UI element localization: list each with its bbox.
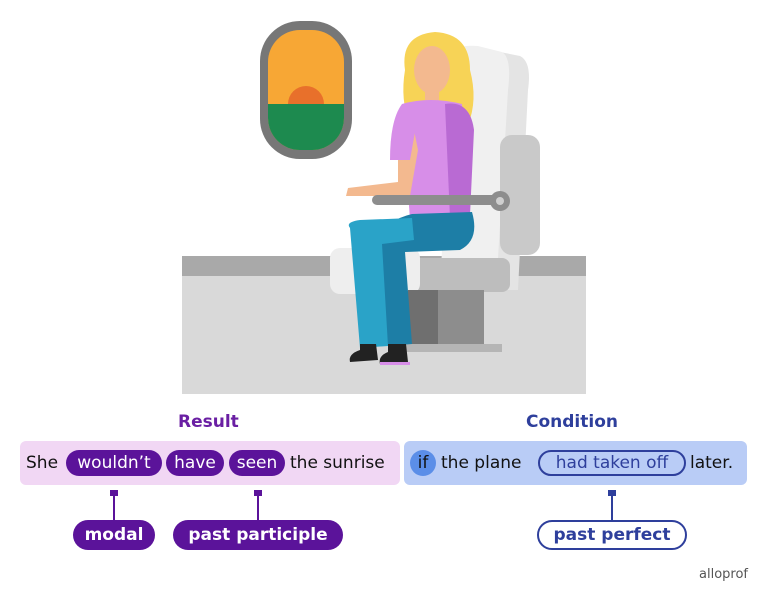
past-participle-connector	[254, 490, 262, 520]
woman-passenger	[346, 32, 510, 365]
alloprof-logo: alloprof	[699, 567, 748, 582]
airplane-window	[260, 21, 352, 159]
word-had-taken-off: had taken off	[538, 450, 686, 476]
word-the-plane: the plane	[441, 453, 522, 473]
word-if: if	[410, 450, 436, 476]
label-past-perfect: past perfect	[537, 520, 687, 550]
modal-connector	[110, 490, 118, 520]
label-past-participle: past participle	[173, 520, 343, 550]
label-connectors	[110, 490, 616, 520]
word-she: She	[26, 453, 59, 473]
condition-heading: Condition	[526, 412, 618, 432]
word-wouldnt-modal: wouldn’t	[66, 450, 162, 476]
word-later: later.	[690, 453, 734, 473]
word-seen-past-participle: seen	[229, 450, 285, 476]
result-heading: Result	[178, 412, 239, 432]
word-the-sunrise: the sunrise	[290, 453, 385, 473]
airplane-scene-illustration	[182, 21, 586, 394]
condition-clause-band	[404, 441, 747, 485]
word-have: have	[166, 450, 224, 476]
past-perfect-connector	[608, 490, 616, 520]
label-modal: modal	[73, 520, 155, 550]
